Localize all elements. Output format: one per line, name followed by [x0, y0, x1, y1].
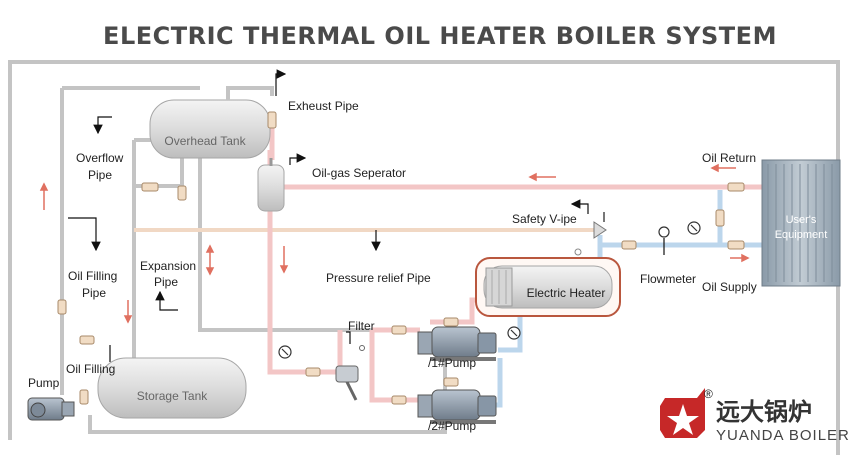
filter-label: Filter: [348, 319, 375, 333]
pressure-relief-pipe-label: Pressure relief Pipe: [326, 271, 431, 285]
pump-2-label: /2#Pump: [428, 419, 476, 433]
users-equipment[interactable]: User's Equipment: [761, 159, 841, 287]
overflow-pipe-label-2: Pipe: [88, 168, 112, 182]
safety-valve[interactable]: [593, 212, 607, 239]
flow-arrows: [39, 163, 750, 324]
pressure-gauges: [278, 221, 701, 359]
pump-1[interactable]: [417, 326, 497, 361]
pump-1-label: /1#Pump: [428, 356, 476, 370]
expansion-pipe-label-1: Expansion: [140, 259, 196, 273]
label-pointers: [68, 69, 665, 362]
pump-2[interactable]: [417, 389, 497, 424]
filter[interactable]: [335, 345, 365, 401]
oil-filling-pump[interactable]: [27, 397, 75, 421]
exhaust-pipe-label: Exheust Pipe: [288, 99, 359, 113]
oil-supply-label: Oil Supply: [702, 280, 757, 294]
storage-tank[interactable]: Storage Tank: [97, 357, 247, 419]
users-equipment-label-1: User's: [786, 214, 817, 226]
oil-filling-pipe-label-2: Pipe: [82, 286, 106, 300]
storage-tank-label: Storage Tank: [137, 389, 208, 403]
oil-return-label: Oil Return: [702, 151, 756, 165]
oil-gas-separator-label: Oil-gas Seperator: [312, 166, 406, 180]
yuanda-logo: 远大锅炉 YUANDA BOILER ®: [660, 387, 850, 444]
brand-name-cn: 远大锅炉: [716, 398, 812, 426]
overhead-tank[interactable]: Overhead Tank: [149, 86, 274, 159]
flowmeter-label: Flowmeter: [640, 272, 696, 286]
users-equipment-label-2: Equipment: [775, 229, 828, 241]
expansion-pipe-label-2: Pipe: [154, 275, 178, 289]
brand-registered-mark: ®: [704, 387, 713, 401]
oil-return-pipes: [267, 113, 762, 403]
overhead-tank-label: Overhead Tank: [164, 134, 246, 148]
oil-filling-label: Oil Filling: [66, 362, 115, 376]
brand-name-en: YUANDA BOILER: [716, 427, 850, 444]
safety-pipe-label: Safety V-ipe: [512, 212, 577, 226]
electric-heater[interactable]: Electric Heater: [475, 248, 621, 317]
overflow-pipe-label-1: Overflow: [76, 151, 124, 165]
oil-filling-pipe-label-1: Oil Filling: [68, 269, 117, 283]
oil-gas-separator[interactable]: [257, 158, 285, 212]
valves[interactable]: [57, 111, 745, 405]
electric-heater-label: Electric Heater: [527, 286, 606, 300]
page-title: ELECTRIC THERMAL OIL HEATER BOILER SYSTE…: [103, 22, 777, 50]
pump-label: Pump: [28, 376, 60, 390]
